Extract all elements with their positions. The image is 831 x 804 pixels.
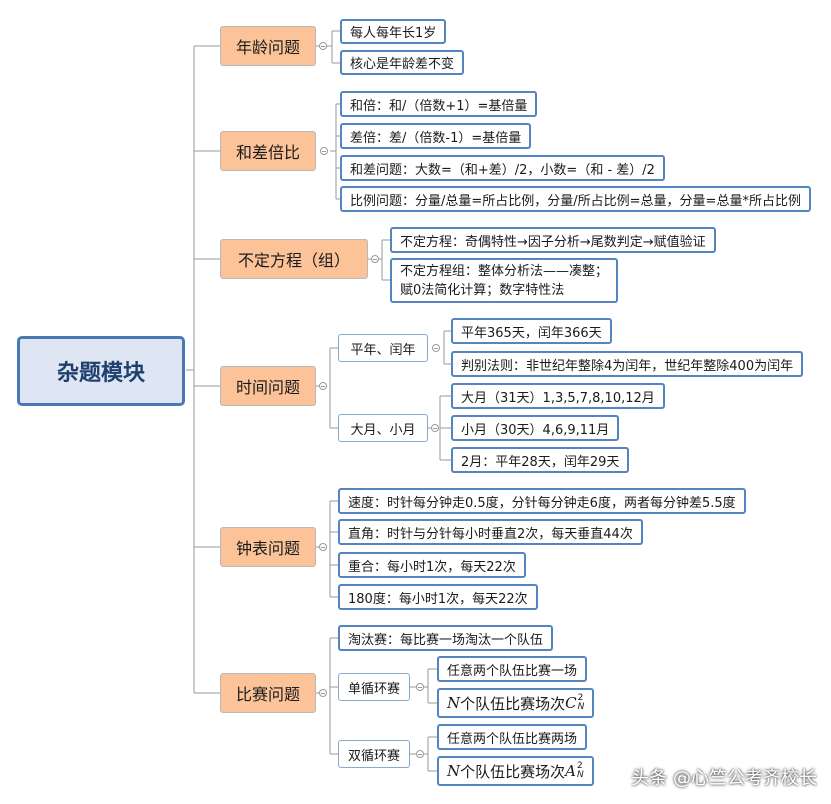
watermark: 头条 @心竺公考齐校长 (631, 768, 817, 789)
formula-sub: N (576, 770, 584, 780)
group-single-round-robin[interactable]: 单循环赛 (338, 673, 410, 701)
collapse-toggle-icon[interactable] (319, 42, 327, 50)
leaf-indef-2-line1: 不定方程组：整体分析法——凑整； (400, 263, 609, 279)
collapse-toggle-icon[interactable] (371, 255, 379, 263)
collapse-toggle-icon[interactable] (432, 344, 440, 352)
leaf-age-1[interactable]: 每人每年长1岁 (340, 19, 447, 44)
category-indefinite-equation[interactable]: 不定方程（组） (220, 239, 368, 279)
leaf-time-leap-2[interactable]: 判别法则：非世纪年整除4为闰年，世纪年整除400为闰年 (451, 351, 804, 377)
leaf-single-formula[interactable]: N 个队伍比赛场次 C 2 N (437, 688, 595, 718)
category-age[interactable]: 年龄问题 (220, 26, 316, 66)
leaf-double-formula[interactable]: N 个队伍比赛场次 A 2 N (437, 756, 594, 786)
leaf-sumdiff-2[interactable]: 差倍：差/（倍数-1）=基倍量 (340, 123, 532, 149)
category-sumdiff[interactable]: 和差倍比 (220, 131, 316, 171)
leaf-single-1[interactable]: 任意两个队伍比赛一场 (437, 656, 588, 682)
group-leap-year[interactable]: 平年、闰年 (338, 334, 428, 362)
root-node[interactable]: 杂题模块 (17, 336, 185, 406)
group-double-round-robin[interactable]: 双循环赛 (338, 740, 410, 768)
leaf-time-leap-1[interactable]: 平年365天，闰年366天 (451, 318, 612, 344)
leaf-sumdiff-1[interactable]: 和倍：和/（倍数+1）=基倍量 (340, 91, 538, 117)
category-match[interactable]: 比赛问题 (220, 673, 316, 713)
leaf-double-1[interactable]: 任意两个队伍比赛两场 (437, 724, 588, 750)
formula-text: 个队伍比赛场次 (460, 694, 566, 713)
formula-var: N (447, 694, 461, 712)
formula-symbol: A (565, 762, 576, 780)
collapse-toggle-icon[interactable] (319, 382, 327, 390)
leaf-time-month-2[interactable]: 小月（30天）4,6,9,11月 (451, 415, 620, 441)
collapse-toggle-icon[interactable] (416, 750, 424, 758)
group-month[interactable]: 大月、小月 (338, 414, 428, 442)
collapse-toggle-icon[interactable] (320, 147, 328, 155)
collapse-toggle-icon[interactable] (416, 683, 424, 691)
leaf-sumdiff-4[interactable]: 比例问题：分量/总量=所占比例，分量/所占比例=总量，分量=总量*所占比例 (340, 186, 811, 212)
formula-sup: 2 (577, 693, 584, 703)
collapse-toggle-icon[interactable] (319, 543, 327, 551)
leaf-indef-2[interactable]: 不定方程组：整体分析法——凑整； 赋0法简化计算；数字特性法 (390, 258, 619, 303)
leaf-clock-2[interactable]: 直角：时针与分针每小时垂直2次，每天垂直44次 (338, 519, 643, 545)
leaf-indef-2-line2: 赋0法简化计算；数字特性法 (400, 282, 565, 298)
category-clock[interactable]: 钟表问题 (220, 527, 316, 567)
leaf-age-2[interactable]: 核心是年龄差不变 (340, 50, 465, 75)
category-time[interactable]: 时间问题 (220, 366, 316, 406)
leaf-time-month-3[interactable]: 2月：平年28天，闰年29天 (451, 447, 630, 473)
leaf-clock-3[interactable]: 重合：每小时1次，每天22次 (338, 552, 526, 578)
connector-match-double (410, 736, 437, 772)
collapse-toggle-icon[interactable] (431, 424, 439, 432)
leaf-time-month-1[interactable]: 大月（31天）1,3,5,7,8,10,12月 (451, 383, 665, 409)
connector-match-single (410, 668, 437, 704)
connector-root-categories (186, 45, 220, 694)
leaf-clock-1[interactable]: 速度：时针每分钟走0.5度，分针每分钟走6度，两者每分钟差5.5度 (338, 488, 746, 514)
leaf-indef-1[interactable]: 不定方程：奇偶特性→因子分析→尾数判定→赋值验证 (390, 227, 716, 253)
formula-var: N (447, 762, 461, 780)
formula-text: 个队伍比赛场次 (460, 762, 566, 781)
formula-sub: N (577, 702, 585, 712)
connector-sumdiff (330, 103, 340, 200)
formula-sup: 2 (576, 761, 583, 771)
formula-symbol: C (565, 694, 577, 712)
connector-match (316, 637, 338, 755)
leaf-match-knockout[interactable]: 淘汰赛：每比赛一场淘汰一个队伍 (338, 625, 554, 651)
leaf-clock-4[interactable]: 180度：每小时1次，每天22次 (338, 584, 538, 610)
leaf-sumdiff-3[interactable]: 和差问题：大数=（和+差）/2，小数=（和 - 差）/2 (340, 155, 665, 181)
collapse-toggle-icon[interactable] (319, 689, 327, 697)
